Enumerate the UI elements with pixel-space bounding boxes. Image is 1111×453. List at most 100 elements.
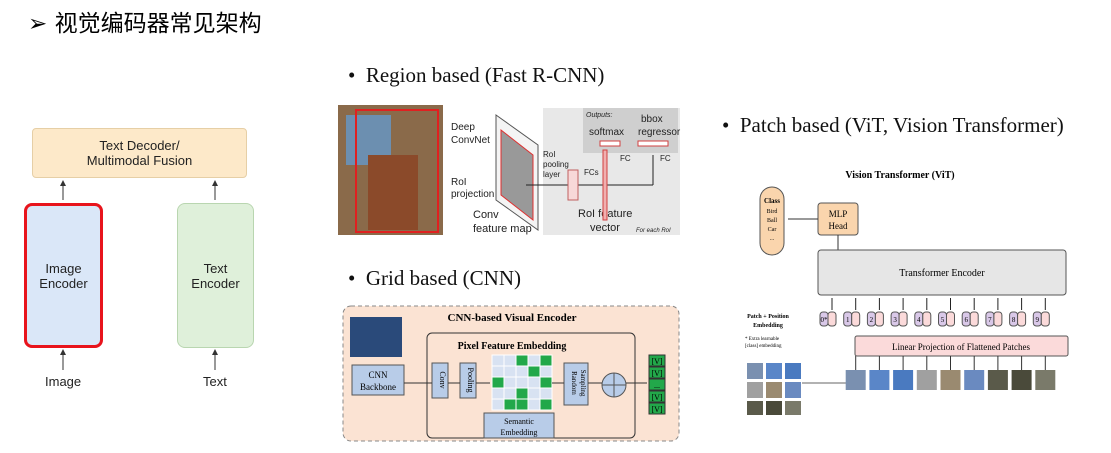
patch-embedding — [1040, 311, 1050, 327]
label: Random — [570, 371, 578, 395]
text-input-label: Text — [203, 374, 227, 389]
grid-cell — [515, 387, 529, 400]
image-patch — [785, 363, 801, 379]
visual-token-label: [V] — [651, 405, 662, 414]
label: feature map — [473, 223, 532, 235]
image-patch — [940, 370, 961, 390]
label: projection — [451, 189, 494, 200]
label: Bird — [767, 209, 778, 215]
label: Ball — [767, 218, 777, 224]
label: Conv — [438, 371, 447, 388]
patch-embedding — [1017, 311, 1027, 327]
label: Sampling — [579, 370, 587, 397]
grid-cell — [491, 365, 505, 378]
visual-token-label: [V] — [651, 369, 662, 378]
grid-cell — [515, 376, 529, 389]
label: Linear Projection of Flattened Patches — [892, 342, 1030, 352]
label: Transformer Encoder — [899, 268, 985, 279]
image-patch — [785, 382, 801, 398]
grid-cell — [527, 376, 541, 389]
grid-cell — [503, 387, 517, 400]
grid-cell — [515, 398, 529, 411]
cnn-title: CNN-based Visual Encoder — [448, 312, 577, 324]
bullet-grid-text: Grid based (CNN) — [365, 266, 521, 290]
grid-cell — [539, 365, 553, 378]
label: For each RoI — [636, 228, 671, 234]
token-index: 6 — [964, 316, 968, 324]
image-patch — [893, 370, 914, 390]
label: Embedding — [501, 428, 538, 437]
image-patch — [1035, 370, 1056, 390]
image-patch — [964, 370, 985, 390]
token-index: 1 — [846, 316, 850, 324]
text-encoder-box: Text Encoder — [177, 203, 254, 348]
label: Embedding — [753, 323, 783, 329]
grid-cell — [503, 376, 517, 389]
visual-tokens: [V] [V]... [V] [V] — [648, 354, 666, 415]
visual-token — [648, 354, 666, 367]
bullet-grid: • Grid based (CNN) — [348, 266, 521, 290]
image-patch — [869, 370, 890, 390]
label: * Extra learnable — [745, 337, 780, 342]
umbrella-photo — [350, 317, 402, 357]
label: Semantic — [504, 417, 534, 426]
label: FC — [620, 154, 631, 163]
image-patch — [1011, 370, 1032, 390]
label: ConvNet — [451, 135, 490, 146]
image-input-label: Image — [45, 374, 82, 389]
vit-figure: Vision Transformer (ViT) Class Bird Ball… — [745, 170, 1069, 415]
bullet-patch-text: Patch based (ViT, Vision Transformer) — [739, 113, 1064, 137]
label: pooling — [543, 160, 569, 169]
grid-cell — [503, 354, 517, 367]
token-index: 2 — [870, 316, 874, 324]
grid-cell — [539, 376, 553, 389]
token-index: 8 — [1012, 316, 1016, 324]
label: MLP — [829, 209, 848, 219]
image-patch — [747, 363, 763, 379]
token-index: 7 — [988, 316, 992, 324]
label: Backbone — [360, 382, 396, 392]
left-arrows — [60, 180, 218, 370]
image-patch — [785, 401, 801, 415]
grid-cell — [515, 365, 529, 378]
patch-embedding — [851, 311, 861, 327]
text-decoder-box: Text Decoder/ Multimodal Fusion — [32, 128, 247, 178]
fast-rcnn-figure: Deep ConvNet RoI projection Conv feature… — [338, 105, 681, 235]
label: Pooling — [466, 368, 475, 393]
grid-cell — [491, 354, 505, 367]
grid-cell — [539, 354, 553, 367]
image-patch — [747, 401, 763, 415]
label: Class — [764, 197, 780, 205]
vit-title: Vision Transformer (ViT) — [845, 170, 954, 181]
roi-box — [355, 109, 439, 233]
image-patch — [766, 401, 782, 415]
pixel-embedding-title: Pixel Feature Embedding — [458, 341, 567, 352]
token-index: 4 — [917, 316, 921, 324]
label: Conv — [473, 209, 499, 221]
visual-token — [648, 366, 666, 379]
patch-embedding — [946, 311, 955, 327]
token-index: 0* — [821, 316, 829, 324]
bullet-region: • Region based (Fast R-CNN) — [348, 63, 605, 87]
visual-token-label: [V] — [651, 357, 662, 366]
label: Deep — [451, 122, 475, 133]
image-patch — [766, 363, 782, 379]
visual-token-label: [V] — [651, 393, 662, 402]
label: softmax — [589, 127, 624, 138]
image-patch — [916, 370, 937, 390]
image-patch — [766, 382, 782, 398]
label: ... — [770, 236, 775, 242]
slide-title: ➢ 视觉编码器常见架构 — [28, 11, 262, 37]
visual-token — [648, 378, 666, 391]
visual-token — [648, 390, 666, 403]
grid-cell — [527, 387, 541, 400]
grid-cell — [539, 387, 553, 400]
grid-cell — [515, 354, 529, 367]
label: Patch + Position — [747, 314, 789, 320]
patch-embedding — [898, 311, 908, 327]
label: Outputs: — [586, 112, 613, 119]
patch-embedding — [827, 311, 837, 327]
visual-token-label: ... — [654, 381, 660, 390]
image-patch — [747, 382, 763, 398]
